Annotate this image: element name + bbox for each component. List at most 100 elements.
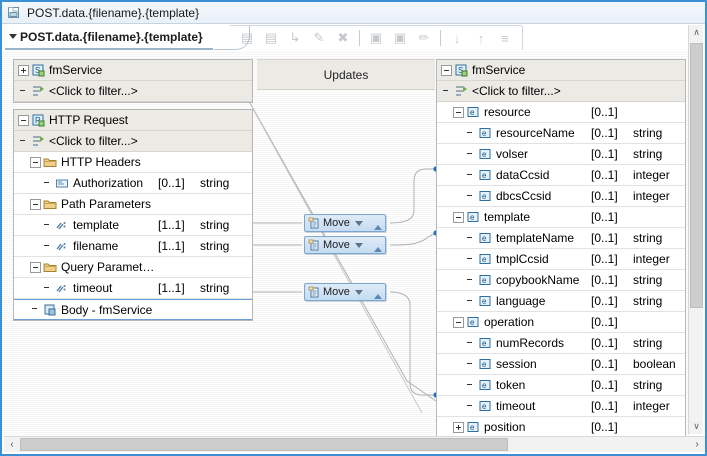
svg-text:e: e [482, 381, 487, 390]
tree-row[interactable]: filename[1..1]string [14, 236, 252, 257]
sort-descending-icon[interactable]: ↑ [477, 30, 485, 46]
collapse-icon[interactable] [30, 261, 41, 273]
horizontal-scrollbar[interactable]: ‹ › [4, 436, 705, 452]
tree-row-cardinality: [0..1] [591, 168, 618, 182]
param-icon [55, 218, 69, 232]
move-transform-3[interactable]: Move [304, 283, 386, 301]
tree-row-type: string [633, 378, 663, 392]
remove-mapping-icon[interactable]: ▤ [264, 30, 278, 45]
tree-row-label: <Click to filter...> [49, 134, 138, 148]
element-icon: e [478, 336, 492, 350]
scroll-down-arrow-icon[interactable]: ∨ [693, 421, 700, 431]
chevron-down-icon[interactable] [354, 220, 363, 226]
vertical-scrollbar[interactable]: ∧ ∨ [688, 25, 703, 434]
tree-row-label: dataCcsid [496, 168, 550, 182]
vertical-scrollbar-thumb[interactable] [690, 43, 703, 308]
delete-mapping-icon[interactable]: ✖ [337, 30, 349, 45]
add-mapping-icon[interactable]: ▤ [240, 30, 254, 45]
element-icon: e [466, 420, 480, 434]
tree-row[interactable]: Query Parameters [14, 257, 252, 278]
tree-spacer [30, 304, 41, 315]
horizontal-scrollbar-thumb[interactable] [20, 438, 508, 451]
scroll-up-arrow-icon[interactable]: ∧ [693, 27, 700, 37]
move-transform-1[interactable]: Move [304, 214, 386, 232]
collapse-icon[interactable] [30, 198, 41, 210]
tree-row-label: operation [484, 315, 535, 329]
collapse-icon[interactable] [453, 106, 464, 118]
collapse-icon[interactable] [453, 316, 464, 328]
tree-row-label: fmService [49, 63, 103, 77]
chevron-down-icon[interactable] [354, 289, 363, 295]
tree-row[interactable]: <Click to filter...> [14, 81, 252, 102]
element-icon: e [478, 399, 492, 413]
element-icon: e [478, 378, 492, 392]
svg-text:e: e [482, 402, 487, 411]
collapse-handle-icon[interactable] [374, 225, 382, 230]
filter-icon [31, 84, 45, 98]
tree-row-cardinality: [0..1] [591, 252, 618, 266]
collapse-icon[interactable] [30, 156, 41, 168]
toolbar-separator [440, 30, 441, 46]
tree-row[interactable]: template[1..1]string [14, 215, 252, 236]
group-mapping-icon[interactable]: ↳ [289, 30, 301, 45]
tree-spacer [465, 296, 476, 307]
tree-row[interactable]: timeout[1..1]string [14, 278, 252, 299]
tree-row[interactable]: <Click to filter...> [14, 131, 252, 152]
tab-row: POST.data.{filename}.{template} ▤ ▤ ↳ ✎ ✖ ▣ ▣ ✏… [2, 24, 705, 51]
tree-row[interactable]: <Click to filter...> [437, 81, 685, 102]
scroll-left-arrow-icon[interactable]: ‹ [10, 439, 14, 450]
collapse-handle-icon[interactable] [374, 247, 382, 252]
collapse-icon[interactable] [453, 211, 464, 223]
collapse-icon[interactable] [441, 64, 452, 76]
element-icon: e [466, 315, 480, 329]
tree-row-type: boolean [633, 357, 676, 371]
filter-icon[interactable]: ≡ [501, 30, 509, 46]
svg-text:e: e [482, 360, 487, 369]
filter-icon [454, 84, 468, 98]
window-titlebar: POST.data.{filename}.{template} [2, 2, 705, 24]
sort-ascending-icon[interactable]: ↓ [453, 30, 461, 46]
chevron-down-icon[interactable] [354, 242, 363, 248]
collapse-icon[interactable] [18, 114, 29, 126]
tab-post-data[interactable]: POST.data.{filename}.{template} [5, 25, 213, 50]
edit-script-icon[interactable]: ✏ [418, 30, 430, 45]
expand-icon[interactable] [18, 64, 29, 76]
chevron-down-icon[interactable] [9, 34, 17, 39]
show-source-icon[interactable]: ▣ [369, 30, 383, 45]
expand-icon[interactable] [453, 421, 464, 433]
tree-row[interactable]: Authorization[0..1]string [14, 173, 252, 194]
tree-row-cardinality: [0..1] [591, 210, 618, 224]
edit-mapping-icon[interactable]: ✎ [313, 30, 325, 45]
tree-row-label: Authorization [73, 176, 144, 190]
move-transform-2[interactable]: Move [304, 236, 386, 254]
show-target-icon[interactable]: ▣ [393, 30, 407, 45]
tree-row[interactable]: HTTP Headers [14, 152, 252, 173]
collapse-handle-icon[interactable] [374, 294, 382, 299]
tree-row[interactable]: Body - fmService [14, 299, 252, 320]
tree-row[interactable]: Path Parameters [14, 194, 252, 215]
tree-row-type: string [633, 231, 663, 245]
tree-spacer [465, 380, 476, 391]
svg-text:e: e [482, 171, 487, 180]
scroll-right-arrow-icon[interactable]: › [695, 439, 699, 450]
